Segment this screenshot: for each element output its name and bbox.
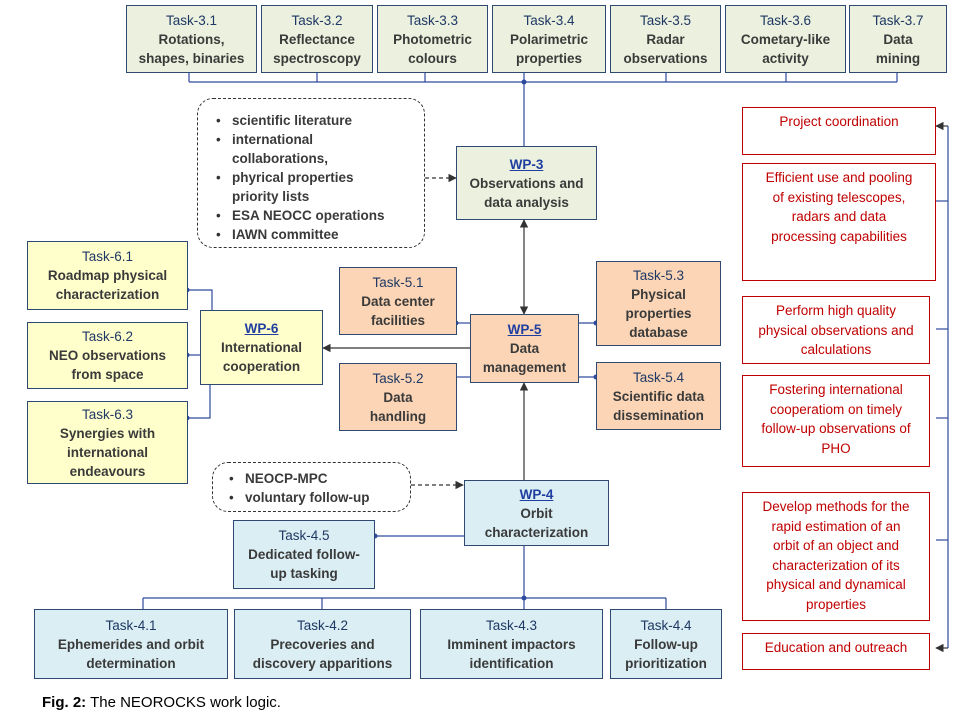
task-name: Polarimetric properties [509,31,589,66]
caption-prefix: Fig. 2: [42,694,87,711]
task-label: Task-3.6 [759,12,812,28]
task-label: Task-5.2 [372,370,424,386]
task-label: Task-3.3 [406,12,459,28]
task-6-1-box: Task-6.1 Roadmap physical characterizati… [27,241,188,310]
task-5-1-box: Task-5.1 Data center facilities [339,267,457,335]
task-name: Data center facilities [361,293,435,328]
task-5-3-box: Task-5.3 Physical properties database [596,261,721,346]
wp5-box: WP-5 Data management [470,314,579,383]
task-4-1-box: Task-4.1 Ephemerides and orbit determina… [34,609,228,679]
caption-text: The NEOROCKS work logic. [86,694,281,711]
objective-efficient-use: Efficient use and pooling of existing te… [742,163,936,281]
task-5-4-box: Task-5.4 Scientific data dissemination [596,362,721,430]
task-name: Data mining [875,31,921,66]
wp3-input-item: phyrical properties priority lists [216,168,416,206]
wp4-box: WP-4 Orbit characterization [464,480,609,546]
task-label: Task-4.4 [640,617,692,633]
task-name: Physical properties database [625,286,692,340]
task-6-2-box: Task-6.2 NEO observations from space [27,322,188,389]
task-name: Photometric colours [393,31,472,66]
wp3-input-item: scientific literature [216,111,416,130]
task-name: Synergies with international endeavours [59,425,156,479]
task-name: NEO observations from space [48,348,167,382]
wp6-name: International cooperation [220,340,302,374]
task-label: Task-4.5 [278,528,330,543]
task-label: Task-4.1 [105,617,157,633]
wp3-name: Observations and data analysis [469,175,584,210]
task-3-5-box: Task-3.5 Radar observations [610,5,721,73]
task-label: Task-4.2 [296,617,349,633]
wp4-name: Orbit characterization [484,505,589,540]
task-name: Follow-up prioritization [625,636,707,671]
task-4-4-box: Task-4.4 Follow-up prioritization [610,609,722,679]
task-4-5-box: Task-4.5 Dedicated follow- up tasking [233,520,375,589]
task-name: Radar observations [623,31,708,66]
task-name: Cometary-like activity [740,31,831,66]
task-label: Task-6.3 [81,406,134,422]
task-label: Task-4.3 [485,617,538,633]
task-name: Scientific data dissemination [612,388,705,423]
task-label: Task-3.1 [165,12,218,28]
figure-caption: Fig. 2: The NEOROCKS work logic. [42,694,281,711]
wp3-box: WP-3 Observations and data analysis [456,146,597,220]
objective-project-coordination: Project coordination [742,107,936,155]
task-name: Precoveries and discovery apparitions [252,636,393,671]
task-3-3-box: Task-3.3 Photometric colours [377,5,488,73]
task-label: Task-6.2 [81,329,134,344]
objective-international-cooperation: Fostering international cooperatiom on t… [742,375,930,467]
wp3-label: WP-3 [509,156,544,172]
wp3-input-item: international collaborations, [216,130,416,168]
task-label: Task-5.3 [632,267,685,283]
wp4-input-item: voluntary follow-up [229,488,402,507]
task-6-3-box: Task-6.3 Synergies with international en… [27,401,188,484]
wp3-input-item: ESA NEOCC operations [216,206,416,225]
wp6-box: WP-6 International cooperation [200,310,323,385]
wp3-inputs-note: scientific literature international coll… [197,98,425,248]
task-name: Roadmap physical characterization [47,268,168,302]
task-3-4-box: Task-3.4 Polarimetric properties [492,5,606,73]
task-3-7-box: Task-3.7 Data mining [849,5,947,73]
wp3-input-item: IAWN committee [216,225,416,244]
task-label: Task-3.4 [523,12,575,28]
objective-rapid-orbit-estimation: Develop methods for the rapid estimation… [742,492,930,621]
task-label: Task-3.7 [872,12,924,28]
task-label: Task-5.4 [632,369,685,385]
task-4-2-box: Task-4.2 Precoveries and discovery appar… [234,609,411,679]
task-label: Task-5.1 [372,274,424,290]
task-name: Ephemerides and orbit determination [57,636,205,671]
wp5-name: Data management [482,341,567,375]
objective-education-outreach: Education and outreach [742,633,930,670]
task-4-3-box: Task-4.3 Imminent impactors identificati… [420,609,603,679]
wp4-input-item: NEOCP-MPC [229,469,402,488]
wp4-inputs-note: NEOCP-MPC voluntary follow-up [212,462,411,512]
wp6-label: WP-6 [244,321,279,336]
task-label: Task-3.2 [291,12,343,28]
task-3-2-box: Task-3.2 Reflectance spectroscopy [261,5,373,73]
task-name: Imminent impactors identification [447,636,576,671]
task-label: Task-3.5 [639,12,692,28]
task-name: Dedicated follow- up tasking [248,547,360,581]
task-3-1-box: Task-3.1 Rotations, shapes, binaries [126,5,257,73]
task-name: Rotations, shapes, binaries [138,31,245,66]
task-label: Task-6.1 [81,249,134,264]
wp4-label: WP-4 [519,486,554,502]
task-3-6-box: Task-3.6 Cometary-like activity [725,5,846,73]
objective-high-quality-observations: Perform high quality physical observatio… [742,296,930,364]
task-name: Data handling [369,389,427,424]
task-5-2-box: Task-5.2 Data handling [339,363,457,431]
wp5-label: WP-5 [507,322,542,337]
task-name: Reflectance spectroscopy [273,31,361,66]
